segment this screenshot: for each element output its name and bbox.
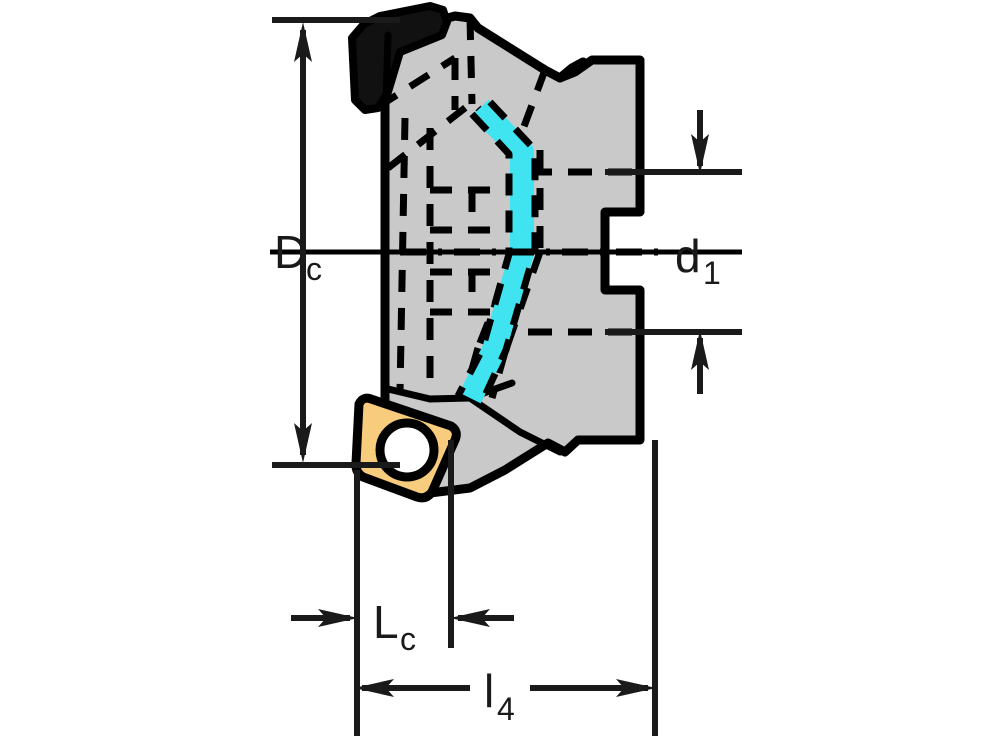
dc-arrow-top — [294, 22, 312, 62]
lc-arrowhead-left — [318, 609, 358, 627]
dimension-label-Dc-symbol: D — [274, 226, 307, 278]
dimension-label-l4-subscript: 4 — [497, 691, 515, 727]
top-insert — [348, 2, 451, 114]
dimension-label-d1-symbol: d — [675, 230, 701, 282]
shoulder-notch — [555, 57, 588, 83]
insert-bore — [375, 418, 439, 482]
dimension-label-Lc-symbol: L — [373, 596, 399, 648]
dimension-label-Dc-subscript: c — [306, 251, 322, 287]
l4-arrowhead-right — [616, 679, 656, 697]
bottom-insert-group — [351, 393, 461, 503]
dimension-Dc: D c — [272, 17, 400, 468]
dc-arrow-bottom — [294, 423, 312, 463]
dimension-Lc: L c — [291, 440, 514, 736]
d1-arrowhead-lower — [691, 330, 709, 370]
dimension-label-d1-subscript: 1 — [703, 255, 721, 291]
dimension-l4: l 4 — [354, 440, 658, 736]
d1-arrowhead-upper — [691, 134, 709, 174]
dimension-d1: d 1 — [605, 110, 742, 394]
l4-arrowhead-left — [354, 679, 394, 697]
lc-arrowhead-right — [450, 609, 490, 627]
bottom-flank-line — [466, 394, 564, 456]
dimension-label-Lc-subscript: c — [400, 621, 416, 657]
upper-flank-edge — [382, 31, 392, 104]
dimension-label-l4-symbol: l — [484, 665, 494, 717]
